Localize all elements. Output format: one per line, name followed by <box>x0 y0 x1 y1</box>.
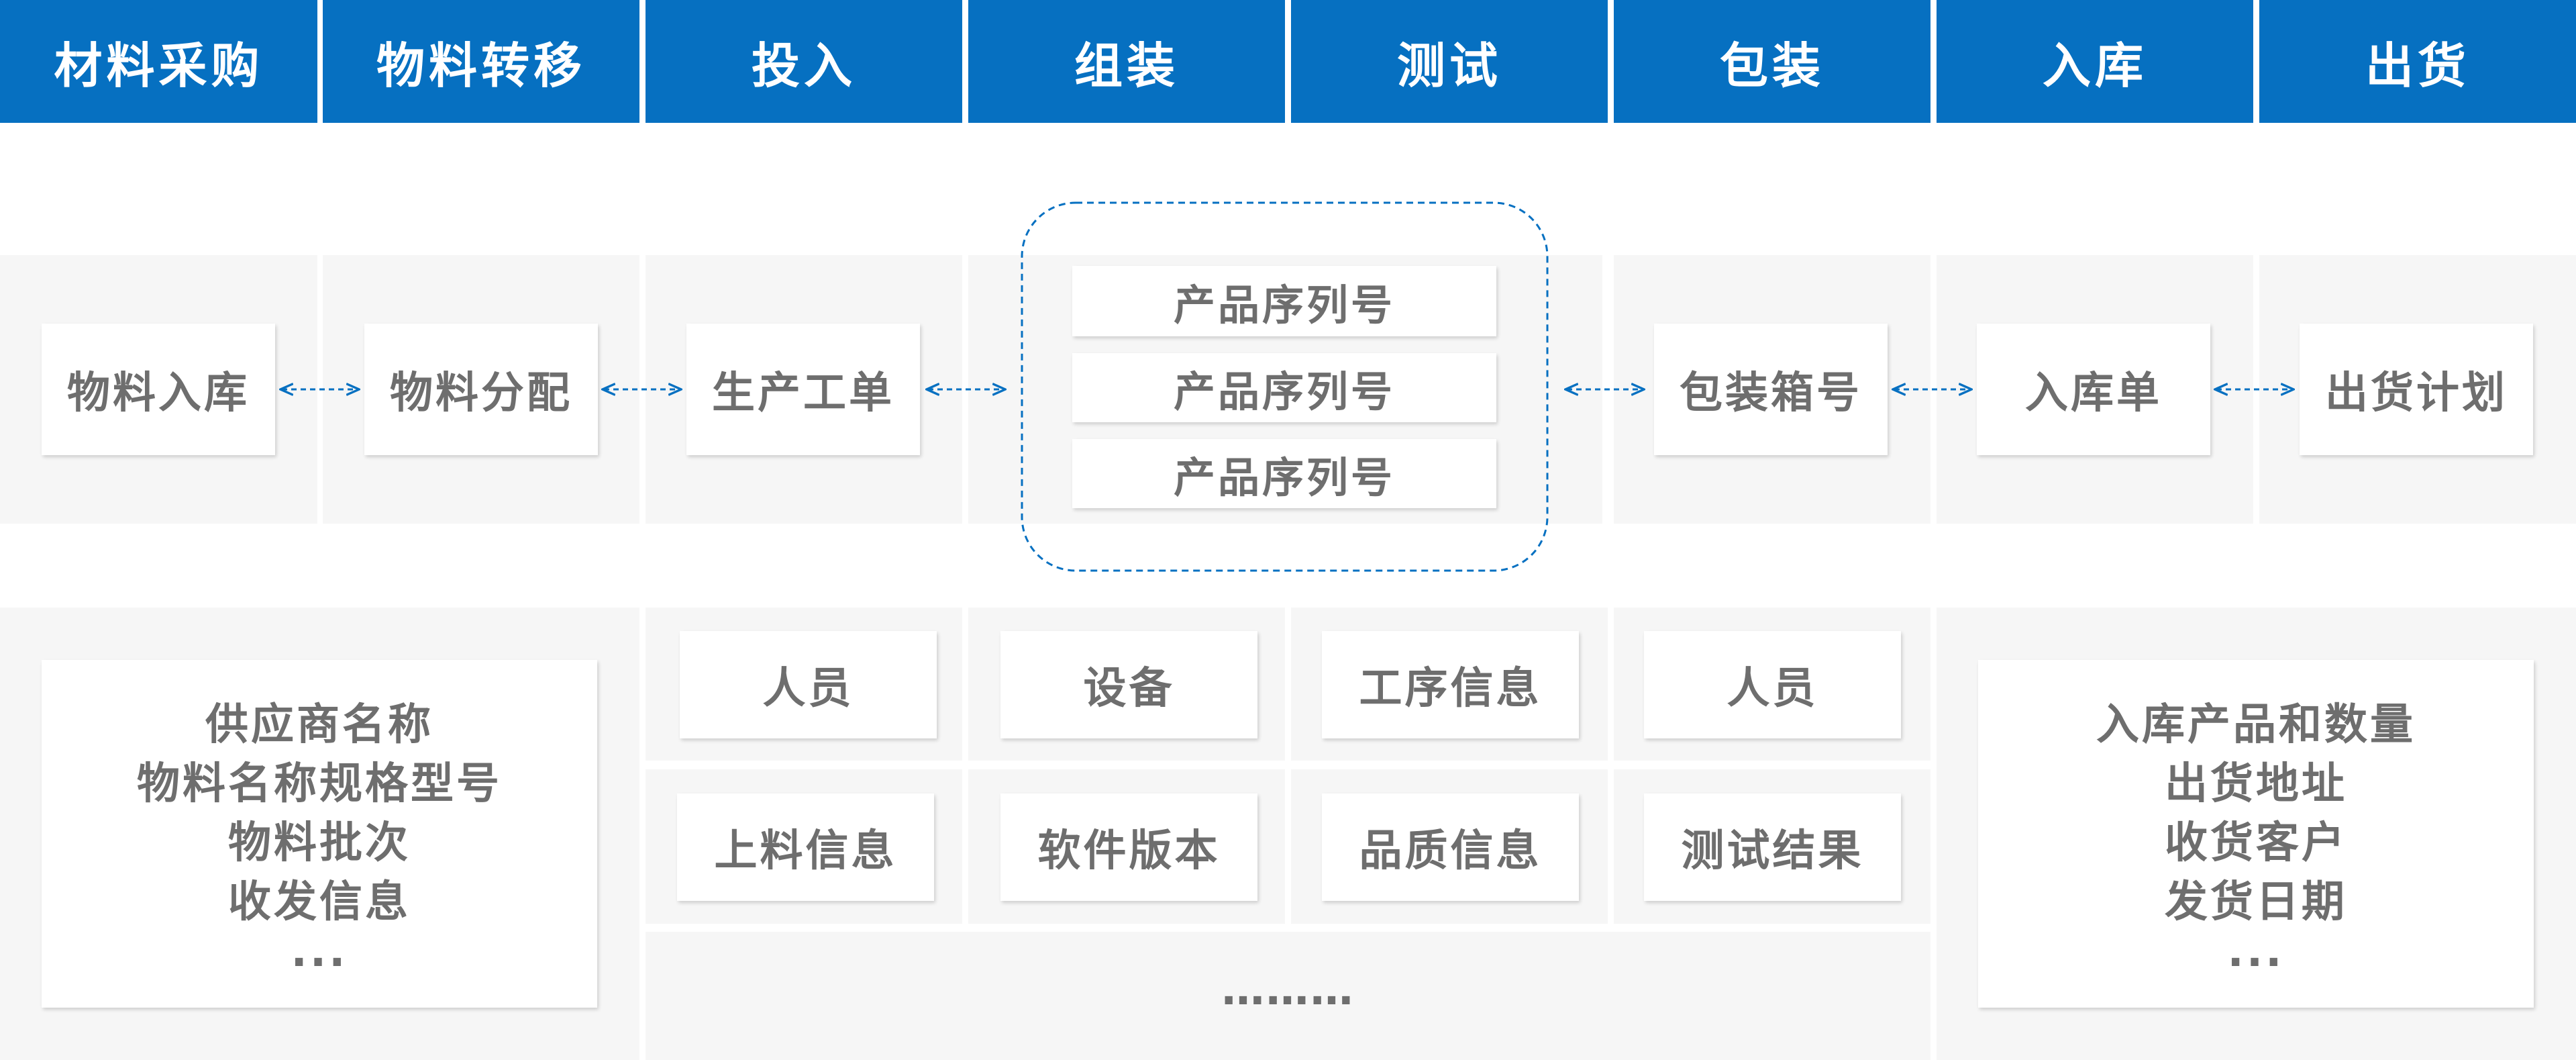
stage-header-material-transfer: 物料转移 <box>323 0 639 123</box>
material-inbound-box: 物料入库 <box>42 324 275 455</box>
process-info-box: 工序信息 <box>1322 631 1579 738</box>
supplier-info-line: 供应商名称 <box>205 700 433 750</box>
shipping-info-panel: 入库产品和数量 出货地址 收货客户 发货日期 ... <box>1978 660 2534 1008</box>
personnel-box-input: 人员 <box>680 631 937 738</box>
supplier-info-line: 物料批次 <box>228 818 411 868</box>
warehouse-receipt-box: 入库单 <box>1977 324 2210 455</box>
supplier-info-ellipsis: ... <box>291 927 348 977</box>
serial-number-box-3: 产品序列号 <box>1072 439 1496 508</box>
stage-header-packaging: 包装 <box>1614 0 1930 123</box>
serial-number-box-2: 产品序列号 <box>1072 353 1496 422</box>
stage-header-assembly: 组装 <box>968 0 1285 123</box>
supplier-info-line: 物料名称规格型号 <box>137 759 502 809</box>
software-version-box: 软件版本 <box>1000 793 1257 901</box>
feeding-info-box: 上料信息 <box>677 793 934 901</box>
personnel-box-packaging: 人员 <box>1644 631 1901 738</box>
stage-header-warehousing: 入库 <box>1937 0 2253 123</box>
detail-more-band <box>646 932 1930 1060</box>
stage-header-input: 投入 <box>646 0 962 123</box>
more-ellipsis: ……… <box>1221 965 1355 1015</box>
shipping-info-line: 入库产品和数量 <box>2096 700 2416 750</box>
quality-info-box: 品质信息 <box>1322 793 1579 901</box>
serial-number-box-1: 产品序列号 <box>1072 266 1496 336</box>
stage-header-test: 测试 <box>1291 0 1608 123</box>
serial-number-group-outline <box>1021 201 1549 572</box>
stage-header-material-purchase: 材料采购 <box>0 0 317 123</box>
shipping-info-ellipsis: ... <box>2227 927 2285 977</box>
test-result-box: 测试结果 <box>1644 793 1901 901</box>
equipment-box: 设备 <box>1000 631 1257 738</box>
supplier-info-panel: 供应商名称 物料名称规格型号 物料批次 收发信息 ... <box>42 660 597 1008</box>
package-box-number-box: 包装箱号 <box>1654 324 1888 455</box>
shipping-info-line: 发货日期 <box>2165 877 2347 927</box>
shipping-plan-box: 出货计划 <box>2300 324 2533 455</box>
stage-header-shipping: 出货 <box>2259 0 2576 123</box>
work-order-box: 生产工单 <box>686 324 920 455</box>
supplier-info-line: 收发信息 <box>228 877 411 927</box>
shipping-info-line: 收货客户 <box>2165 818 2347 868</box>
material-allocation-box: 物料分配 <box>364 324 598 455</box>
shipping-info-line: 出货地址 <box>2165 759 2347 809</box>
